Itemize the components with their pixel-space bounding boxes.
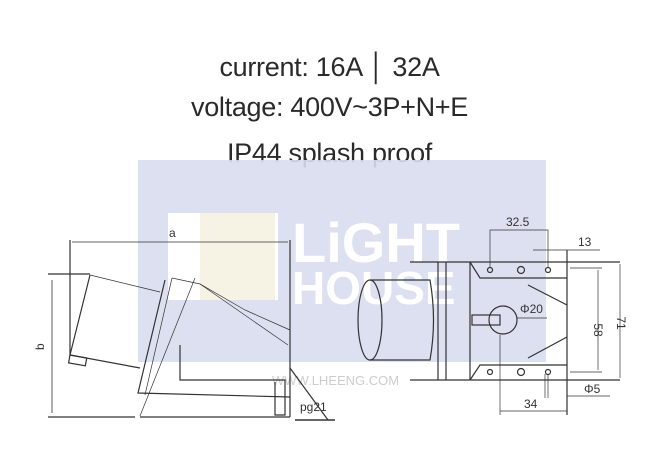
dim-32-5-label: 32.5 — [506, 215, 530, 229]
dim-13-label: 13 — [578, 235, 592, 249]
spec-voltage: voltage: 400V~3P+N+E — [191, 92, 468, 122]
spec-current: current: 16A │ 32A — [219, 52, 440, 82]
watermark: LiGHT HOUSE WWW.LHEENG.COM — [138, 160, 546, 388]
gland-label: pg21 — [300, 400, 327, 414]
watermark-url: WWW.LHEENG.COM — [272, 373, 399, 388]
side-view — [48, 240, 335, 421]
dim-b-label: b — [33, 343, 47, 350]
dim-34-label: 34 — [524, 397, 538, 411]
dim-58-label: 58 — [591, 323, 605, 337]
dim-71-label: 71 — [614, 316, 628, 330]
watermark-brand-1: LiGHT — [292, 211, 460, 274]
dim-a-label: a — [169, 226, 176, 240]
watermark-brand-2: HOUSE — [292, 262, 456, 314]
dim-phi5-label: Φ5 — [584, 382, 601, 396]
dim-phi20-label: Φ20 — [520, 302, 543, 316]
front-view — [357, 229, 621, 415]
